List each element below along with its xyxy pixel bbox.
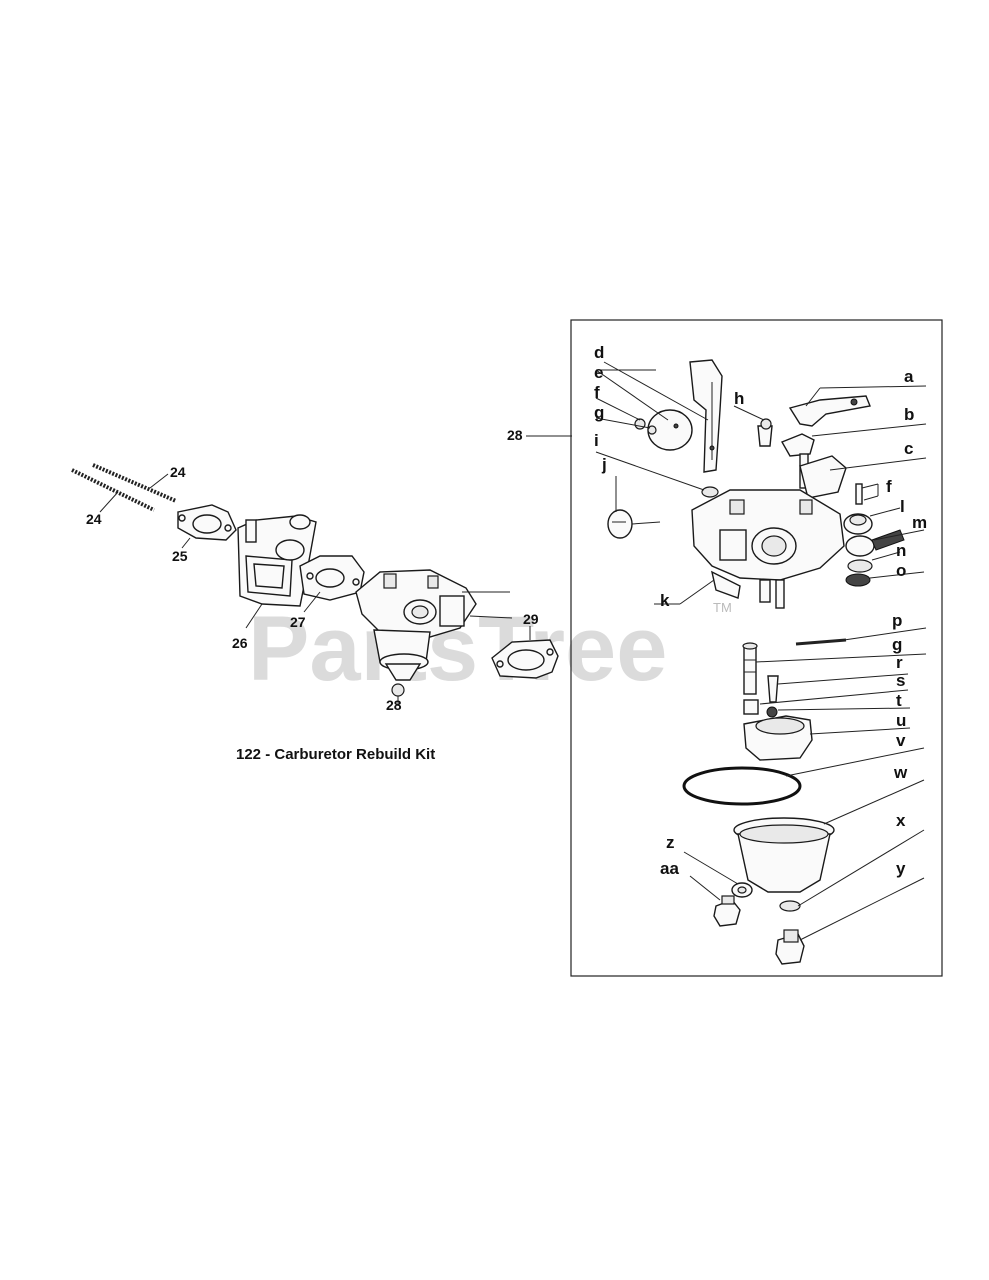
- kit-detail-frame: [570, 319, 943, 977]
- label-r: r: [896, 653, 903, 672]
- part-p-pin: [795, 638, 847, 646]
- label-h: h: [734, 389, 744, 408]
- label-l: l: [900, 497, 905, 516]
- label-24-upper: 24: [170, 464, 186, 480]
- part-f-washer: [647, 425, 657, 435]
- label-j: j: [601, 455, 607, 474]
- kit-labels: d e f g i j h a b c f l m n o k p g r s …: [594, 343, 927, 878]
- part-x-washer: [779, 900, 801, 912]
- label-n: n: [896, 541, 906, 560]
- part-r-needle: [767, 675, 779, 703]
- part-s-jet: [743, 699, 759, 715]
- label-x: x: [896, 811, 906, 830]
- label-a: a: [904, 367, 914, 386]
- label-e: e: [594, 363, 603, 382]
- part-y-screw: [775, 929, 805, 965]
- gasket-29: [491, 639, 559, 679]
- kit-parts: [607, 359, 905, 965]
- label-c: c: [904, 439, 913, 458]
- part-u-float: [743, 715, 813, 761]
- gasket-27: [299, 555, 365, 601]
- label-26: 26: [232, 635, 248, 651]
- label-f-right: f: [886, 477, 892, 496]
- part-q-nozzle: [742, 642, 758, 695]
- diagram-caption: 122 - Carburetor Rebuild Kit: [236, 746, 435, 763]
- gasket-25: [177, 504, 237, 541]
- label-m: m: [912, 513, 927, 532]
- carburetor-28: [355, 569, 513, 697]
- part-w-bowl: [733, 817, 835, 893]
- part-d-shaft: [689, 359, 723, 473]
- label-g-right: g: [892, 635, 902, 654]
- label-o: o: [896, 561, 906, 580]
- part-o-gasket: [845, 573, 871, 587]
- part-k-carb-body: [691, 489, 845, 609]
- label-y: y: [896, 859, 906, 878]
- label-24-lower: 24: [86, 511, 102, 527]
- label-i: i: [594, 431, 599, 450]
- part-i-washer: [701, 486, 719, 498]
- label-p: p: [892, 611, 902, 630]
- label-t: t: [896, 691, 902, 710]
- part-aa-bolt: [713, 895, 741, 927]
- watermark-tm: TM: [713, 600, 732, 615]
- label-w: w: [893, 763, 908, 782]
- stud-rod-lower: [71, 468, 155, 512]
- part-g-screw: [634, 418, 646, 430]
- label-v: v: [896, 731, 906, 750]
- part-n-seal: [847, 559, 873, 573]
- insulator-26: [237, 514, 317, 607]
- label-25: 25: [172, 548, 188, 564]
- kit-leader-lines: [595, 361, 927, 941]
- label-z: z: [666, 833, 675, 852]
- part-v-gasket: [682, 766, 802, 806]
- label-28-carb: 28: [386, 697, 402, 713]
- label-g-left: g: [594, 403, 604, 422]
- label-k: k: [660, 591, 670, 610]
- part-c-plate: [799, 455, 847, 499]
- part-a-lever: [788, 395, 871, 427]
- stud-rod-upper: [92, 463, 177, 503]
- part-h-idle-screw: [757, 418, 773, 447]
- part-t-spring: [766, 706, 778, 718]
- left-assembly: [71, 463, 559, 706]
- label-27: 27: [290, 614, 306, 630]
- label-s: s: [896, 671, 905, 690]
- label-29: 29: [523, 611, 539, 627]
- label-f-left: f: [594, 383, 600, 402]
- label-aa: aa: [660, 859, 679, 878]
- label-28-kit: 28: [507, 427, 523, 443]
- part-l-valve: [843, 483, 873, 535]
- watermark: PartsTree TM: [248, 598, 732, 700]
- label-u: u: [896, 711, 906, 730]
- label-d: d: [594, 343, 604, 362]
- left-labels: 24 24 25 26 27 28 29 28: [86, 427, 572, 713]
- label-b: b: [904, 405, 914, 424]
- part-m-cap: [845, 529, 905, 557]
- part-j-screw: [607, 509, 661, 539]
